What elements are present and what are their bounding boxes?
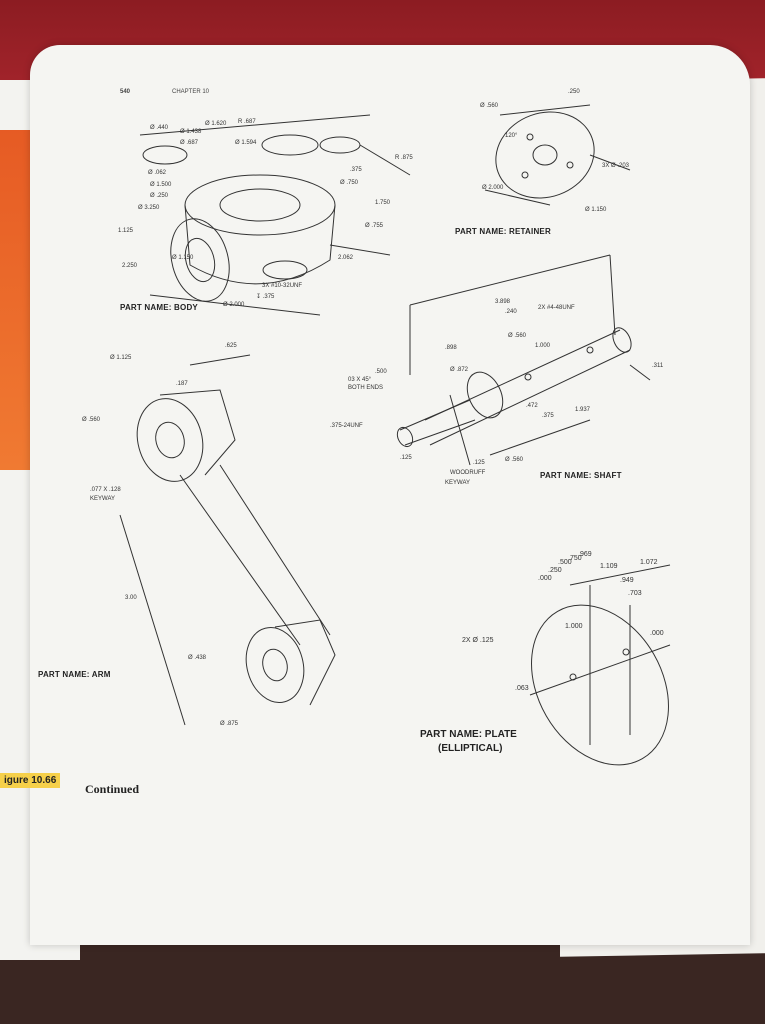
dim: 120° — [505, 133, 518, 139]
dim: ↧ .375 — [256, 294, 275, 300]
dim: 1.937 — [575, 407, 591, 413]
dim: Ø .062 — [148, 170, 167, 176]
dim: KEYWAY — [90, 496, 116, 502]
dim: Ø 1.594 — [235, 140, 257, 146]
dim: 2.250 — [122, 263, 138, 269]
dim: .240 — [505, 309, 517, 315]
dim: Ø .560 — [480, 103, 499, 109]
arm-drawing — [119, 354, 336, 726]
dim: WOODRUFF — [450, 470, 486, 476]
dim: .000 — [538, 575, 552, 582]
technical-drawings — [119, 104, 671, 766]
dim: .625 — [225, 343, 237, 349]
dim: Ø .750 — [340, 180, 359, 186]
dim: Ø 1.150 — [172, 255, 194, 261]
part-name-plate-subtitle: (ELLIPTICAL) — [438, 743, 503, 754]
dim: 1.125 — [118, 228, 134, 234]
shaft-drawing — [396, 254, 651, 466]
dim: Ø 1.125 — [110, 355, 132, 361]
dim: 3.898 — [495, 299, 511, 305]
dim: Ø 3.250 — [138, 205, 160, 211]
dim: Ø .687 — [180, 140, 199, 146]
dim: Ø .755 — [365, 223, 384, 229]
part-name-body: PART NAME: BODY — [120, 303, 198, 312]
dim: 3X #10-32UNF — [262, 283, 303, 289]
dim: .311 — [652, 363, 664, 369]
dim: .898 — [445, 345, 457, 351]
dim: .500 — [558, 559, 572, 566]
dim: .969 — [578, 551, 592, 558]
dim: Ø 1.500 — [150, 182, 172, 188]
chapter-heading: CHAPTER 10 — [172, 89, 210, 95]
dim: .063 — [515, 685, 529, 692]
dim: .077 X .128 — [90, 487, 121, 493]
dim: Ø .440 — [150, 125, 169, 131]
dim: .703 — [628, 590, 642, 597]
dim: Ø .875 — [220, 721, 239, 727]
dim: .187 — [176, 381, 188, 387]
dim: R .687 — [238, 119, 256, 125]
dim: 2X #4-48UNF — [538, 305, 575, 311]
body-drawing — [139, 114, 411, 316]
dim: KEYWAY — [445, 480, 471, 486]
dim: 3.00 — [125, 595, 137, 601]
dim: BOTH ENDS — [348, 385, 384, 391]
dim: Ø .560 — [82, 417, 101, 423]
dim: 03 X 45° — [348, 377, 372, 383]
figure-continued: Continued — [85, 782, 140, 796]
dim: 3X Ø .203 — [602, 163, 630, 169]
dim: Ø .560 — [508, 333, 527, 339]
dim: Ø 1.620 — [205, 121, 227, 127]
dim: Ø .438 — [188, 655, 207, 661]
part-name-arm: PART NAME: ARM — [38, 670, 111, 679]
dim: .472 — [526, 403, 538, 409]
dim: .125 — [400, 455, 412, 461]
dim: R .875 — [395, 155, 413, 161]
dim: .000 — [650, 630, 664, 637]
plate-drawing — [529, 564, 671, 766]
dim: Ø 2.000 — [223, 302, 245, 308]
dim: .250 — [568, 89, 580, 95]
dim: 1.072 — [640, 559, 658, 566]
dim: .125 — [473, 460, 485, 466]
dim: Ø 1.438 — [180, 129, 202, 135]
dim: Ø 2.000 — [482, 185, 504, 191]
retainer-drawing — [484, 104, 631, 206]
dim: 1.109 — [600, 563, 618, 570]
dim: .375 — [350, 167, 362, 173]
dim: Ø 1.150 — [585, 207, 607, 213]
dim: 2X Ø .125 — [462, 637, 494, 644]
part-name-plate: PART NAME: PLATE — [420, 729, 517, 740]
dim: 1.000 — [535, 343, 551, 349]
dim: Ø .560 — [505, 457, 524, 463]
textbook-page: 540 CHAPTER 10 — [0, 45, 750, 945]
dim: .500 — [375, 369, 387, 375]
dim: 1.750 — [375, 200, 391, 206]
dim: .949 — [620, 577, 634, 584]
dim: .250 — [548, 567, 562, 574]
part-name-retainer: PART NAME: RETAINER — [455, 227, 551, 236]
dim: .750 — [568, 555, 582, 562]
dim: .375 — [542, 413, 554, 419]
dim: 1.000 — [565, 623, 583, 630]
dim: 2.062 — [338, 255, 354, 261]
page-number: 540 — [120, 89, 131, 95]
dim: Ø .872 — [450, 367, 469, 373]
dim: Ø .250 — [150, 193, 169, 199]
part-name-shaft: PART NAME: SHAFT — [540, 471, 622, 480]
dim: .375-24UNF — [330, 423, 363, 429]
figure-label: igure 10.66 — [0, 773, 61, 788]
